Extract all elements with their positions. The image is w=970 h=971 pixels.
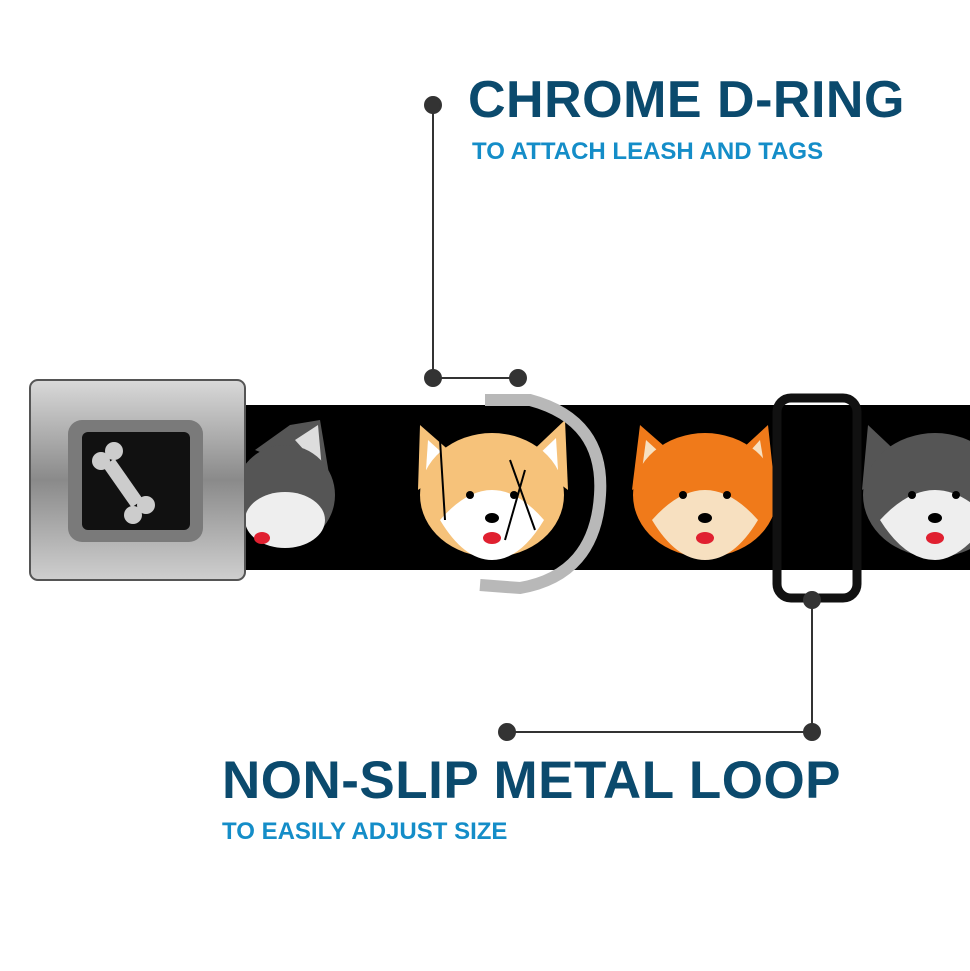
d-ring-subtitle: TO ATTACH LEASH AND TAGS	[472, 138, 824, 165]
loop-title: NON-SLIP METAL LOOP	[222, 751, 842, 810]
d-ring-title: CHROME D-RING	[468, 71, 905, 129]
corgi-face-grey	[235, 420, 335, 548]
corgi-face-grey-right	[862, 425, 970, 560]
loop-subtitle: TO EASILY ADJUST SIZE	[222, 818, 508, 845]
leader-line-d-ring	[424, 96, 527, 387]
bone-icon	[92, 442, 155, 524]
corgi-face-red	[632, 425, 777, 560]
d-ring	[479, 394, 607, 595]
corgi-face-fawn	[418, 420, 568, 560]
leader-line-loop	[498, 591, 821, 741]
